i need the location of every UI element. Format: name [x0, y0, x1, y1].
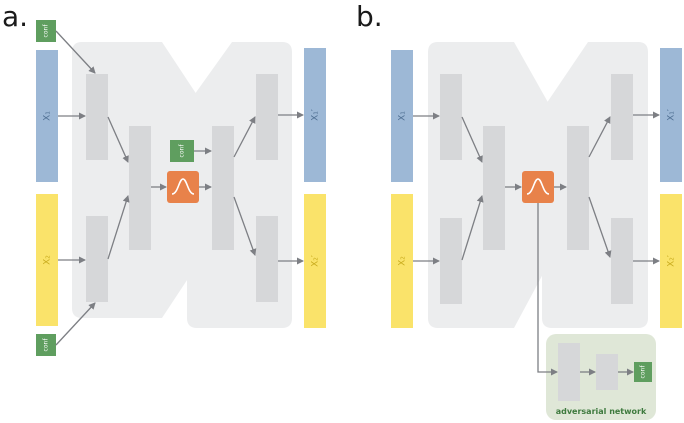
panel-a-output-x2-label: X₂′ [311, 255, 321, 267]
panel-b-arrows [413, 111, 660, 376]
panel-a-dec-layer1 [212, 126, 234, 250]
panel-a-input-x2-label: X₂ [43, 255, 53, 265]
panel-a-output-x1 [304, 48, 326, 182]
panel-a-conf-bottom-label: conf [43, 338, 50, 352]
panel-a-output-x2 [304, 194, 326, 328]
adversarial-conf-label: conf [640, 365, 647, 379]
panel-b-output-x1 [660, 48, 682, 182]
panel-b-input-x2 [391, 194, 413, 328]
panel-a-letter: a. [2, 0, 28, 33]
panel-b-dec-layer2-top [611, 74, 633, 160]
panel-a-enc-layer2 [129, 126, 151, 250]
panel-a-dec-layer2-bottom [256, 216, 278, 302]
panel-a-conf-top [36, 20, 56, 42]
adversarial-layer1 [558, 343, 580, 401]
panel-a-output-x1-label: X₁′ [311, 109, 321, 121]
panel-b-output-x1-label: X₁′ [667, 109, 677, 121]
panel-a: a. X₁ X₂ conf conf conf X₁′ X₂′ [2, 0, 326, 356]
panel-a-arrows [55, 30, 304, 346]
panel-b-letter: b. [356, 0, 383, 33]
panel-a-dec-layer2-top [256, 74, 278, 160]
panel-b-dec-layer1 [567, 126, 589, 250]
panel-b-enc-layer2 [483, 126, 505, 250]
panel-b-latent-gaussian-icon [526, 178, 550, 195]
panel-b-dec-layer2-bottom [611, 218, 633, 304]
panel-a-enc-layer1-top [86, 74, 108, 160]
panel-a-conf-bottom [36, 334, 56, 356]
panel-a-enc-layer1-bottom [86, 216, 108, 302]
panel-b-latent [522, 171, 554, 203]
panel-b-output-x2 [660, 194, 682, 328]
panel-b-output-x2-label: X₂′ [667, 255, 677, 267]
panel-b-enc-layer1-bottom [440, 218, 462, 304]
adversarial-layer2 [596, 354, 618, 390]
panel-b-input-x1-label: X₁ [398, 111, 408, 121]
adversarial-network-label: adversarial network [556, 407, 647, 416]
panel-a-latent-gaussian-icon [171, 178, 195, 195]
panel-b-input-x2-label: X₂ [398, 256, 408, 266]
panel-a-conf-mid [170, 140, 194, 162]
panel-b-input-x1 [391, 50, 413, 182]
panel-a-input-x1 [36, 50, 58, 182]
panel-b: b. X₁ X₂ X₁′ X₂′ conf adversarial net [356, 0, 682, 420]
adversarial-conf [634, 362, 652, 382]
panel-a-conf-mid-label: conf [179, 144, 186, 158]
panel-a-conf-top-label: conf [43, 24, 50, 38]
panel-a-input-x2 [36, 194, 58, 326]
panel-a-latent [167, 171, 199, 203]
panel-b-enc-layer1-top [440, 74, 462, 160]
panel-a-input-x1-label: X₁ [43, 111, 53, 121]
